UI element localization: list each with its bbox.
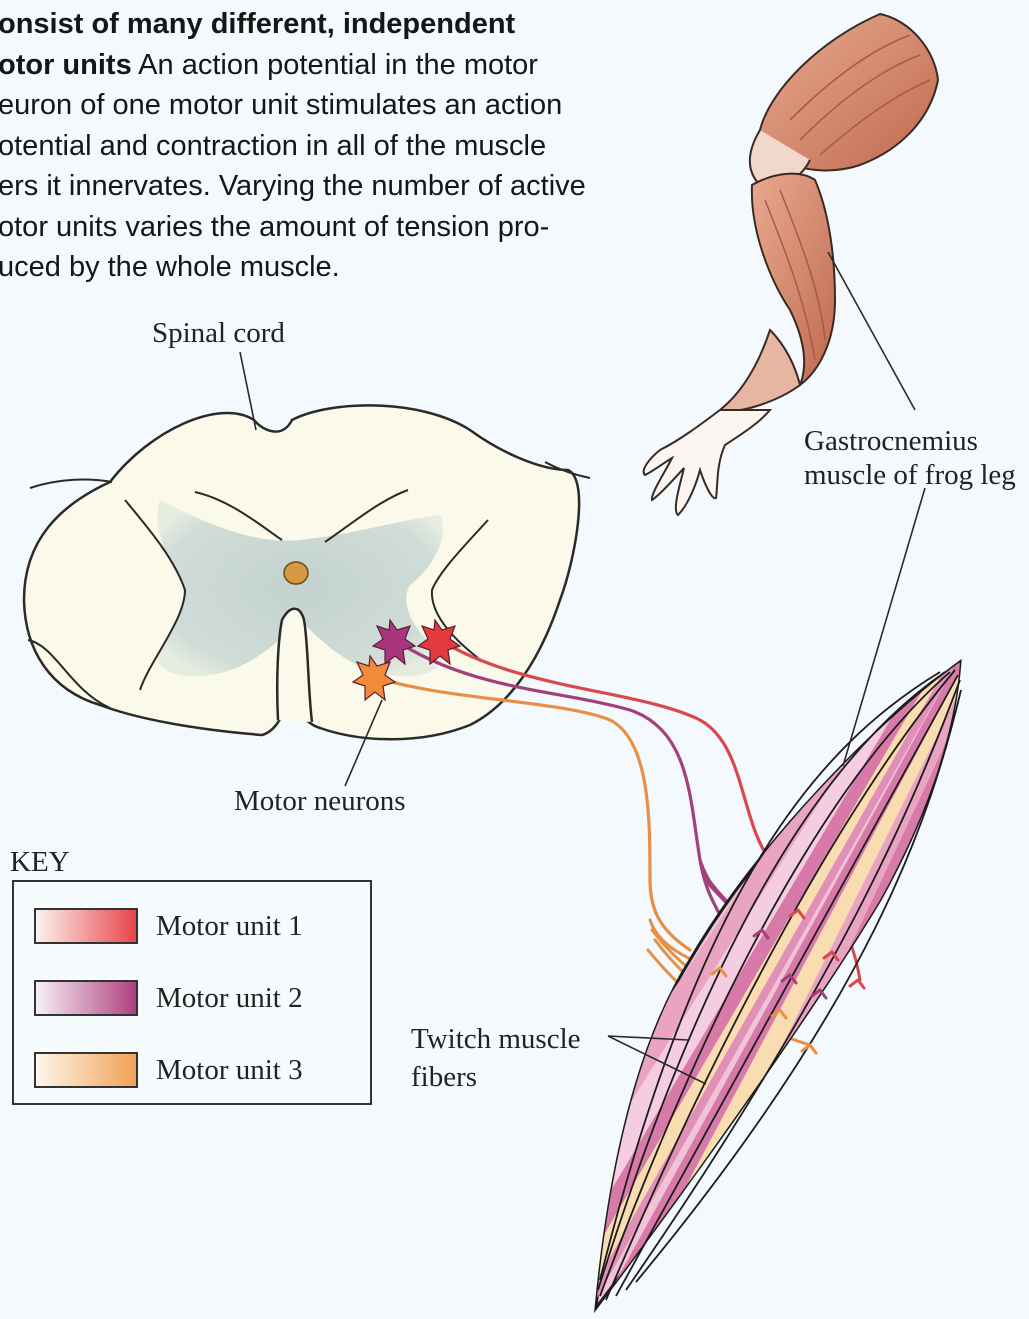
- central-canal: [284, 562, 308, 584]
- key-label-unit-3: Motor unit 3: [156, 1052, 303, 1088]
- label-gastrocnemius: Gastrocnemius muscle of frog leg: [804, 424, 1029, 492]
- spinal-cord-section: [24, 405, 590, 739]
- key-label-unit-2: Motor unit 2: [156, 980, 303, 1016]
- leader-gastrocnemius-upper: [828, 252, 915, 410]
- label-motor-neurons: Motor neurons: [234, 784, 406, 818]
- label-twitch-fibers: Twitch muscle fibers: [411, 1020, 581, 1096]
- muscle-fibers: [460, 660, 966, 1310]
- label-spinal-cord: Spinal cord: [152, 316, 285, 350]
- key-title: KEY: [10, 846, 70, 879]
- foot: [644, 410, 770, 515]
- key-swatch-unit-1: [34, 908, 138, 944]
- key-swatch-unit-3: [34, 1052, 138, 1088]
- key-legend: Motor unit 1 Motor unit 2 Motor unit 3: [12, 880, 372, 1105]
- key-item-unit-2: Motor unit 2: [34, 980, 364, 1016]
- ankle: [720, 330, 800, 411]
- key-item-unit-3: Motor unit 3: [34, 1052, 364, 1088]
- key-label-unit-1: Motor unit 1: [156, 908, 303, 944]
- key-swatch-unit-2: [34, 980, 138, 1016]
- key-item-unit-1: Motor unit 1: [34, 908, 364, 944]
